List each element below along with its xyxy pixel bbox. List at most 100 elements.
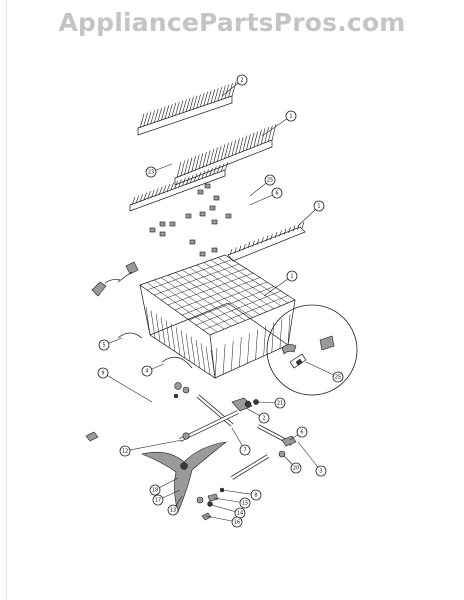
watermark: AppliancePartsPros.com <box>58 8 406 37</box>
part-callout: 1 <box>313 200 325 212</box>
callout-circle <box>149 484 161 496</box>
part-callout: 2 <box>236 74 248 86</box>
part-callout: 23 <box>145 166 157 178</box>
part-callout: 13 <box>167 504 179 516</box>
part-callout: 1 <box>286 270 298 282</box>
callout-circle <box>296 426 308 438</box>
leader-line <box>102 372 153 403</box>
callout-number: 20 <box>293 465 299 471</box>
callout-number: 6 <box>300 429 303 435</box>
cup-shelf <box>227 221 306 262</box>
part-callout: 16 <box>231 516 243 528</box>
leader-line <box>263 275 293 297</box>
tine-row-middle <box>174 123 277 186</box>
part-callout: 25 <box>264 174 276 186</box>
part-callout: 25 <box>332 371 344 383</box>
part-callout: 4 <box>141 365 153 377</box>
part-callout: 1 <box>285 110 297 122</box>
callout-circle <box>313 200 325 212</box>
callout-circle <box>239 444 251 456</box>
leader-line <box>261 115 292 137</box>
spray-arm-fittings <box>196 487 225 521</box>
part-callout: 12 <box>119 445 131 457</box>
leader-line <box>305 361 339 378</box>
callout-number: 16 <box>234 519 240 525</box>
part-callout: 20 <box>290 462 302 474</box>
leader-line <box>221 489 257 496</box>
part-callout: 9 <box>97 367 109 379</box>
callout-circle <box>332 371 344 383</box>
callout-circle <box>98 339 110 351</box>
callout-circle <box>239 497 251 509</box>
tine-row-lower <box>129 161 229 212</box>
callout-number: 14 <box>237 510 243 516</box>
callout-number: 8 <box>254 492 257 498</box>
part-callout: 5 <box>98 339 110 351</box>
callout-number: 2 <box>262 415 265 421</box>
callout-number: 1 <box>317 203 320 209</box>
page-edge-divider <box>6 0 8 600</box>
callout-number: 15 <box>242 500 248 506</box>
detail-inset <box>266 304 358 396</box>
part-callout: 6 <box>271 187 283 199</box>
callout-circle <box>271 187 283 199</box>
callout-circle <box>285 110 297 122</box>
part-callout: 21 <box>274 397 286 409</box>
rack-rail-5 <box>117 332 143 339</box>
spray-tube-middle <box>196 394 234 427</box>
spray-tube-long <box>85 396 161 442</box>
callout-number: 5 <box>102 342 105 348</box>
callout-circle <box>258 412 270 424</box>
callout-number: 2 <box>240 77 243 83</box>
callout-circle <box>119 445 131 457</box>
part-callout: 7 <box>239 444 251 456</box>
callout-circle <box>141 365 153 377</box>
callout-number: 25 <box>267 177 273 183</box>
callout-circle <box>231 516 243 528</box>
callout-number: 6 <box>275 190 278 196</box>
callout-circle <box>152 494 164 506</box>
rack-handle-left <box>91 261 139 297</box>
callout-circle <box>290 462 302 474</box>
callout-number: 25 <box>335 374 341 380</box>
callout-number: 1 <box>289 113 292 119</box>
tine-row-upper <box>137 81 237 136</box>
part-callout: 14 <box>234 507 246 519</box>
callout-circle <box>315 465 327 477</box>
callout-circle <box>274 397 286 409</box>
manifold-assembly <box>173 382 297 458</box>
lower-spray-arm <box>140 432 228 513</box>
part-callout: 6 <box>296 426 308 438</box>
supply-tube-lower <box>230 454 270 480</box>
callout-number: 4 <box>145 368 148 374</box>
callout-circle <box>145 166 157 178</box>
callout-number: 3 <box>319 468 322 474</box>
part-callout: 8 <box>250 489 262 501</box>
leader-line <box>207 503 241 514</box>
callout-number: 1 <box>290 273 293 279</box>
dish-rack-basket <box>139 254 296 379</box>
callout-number: 17 <box>155 497 161 503</box>
callout-circle <box>167 504 179 516</box>
leader-line <box>297 441 322 472</box>
leader-line <box>124 439 183 452</box>
rack-clips-cluster <box>149 183 232 257</box>
part-callout: 2 <box>258 412 270 424</box>
part-callout: 3 <box>315 465 327 477</box>
callout-circle <box>236 74 248 86</box>
part-callout: 18 <box>149 484 161 496</box>
callout-circle <box>286 270 298 282</box>
leader-lines <box>102 79 339 523</box>
callout-number: 13 <box>170 507 176 513</box>
part-callout: 15 <box>239 497 251 509</box>
callout-number: 21 <box>277 400 283 406</box>
callout-circle <box>250 489 262 501</box>
callout-number: 23 <box>148 169 154 175</box>
rack-rail-4 <box>161 356 193 369</box>
callout-number: 7 <box>243 447 246 453</box>
callout-circle <box>97 367 109 379</box>
callout-number: 12 <box>122 448 128 454</box>
feed-tube <box>179 410 239 442</box>
